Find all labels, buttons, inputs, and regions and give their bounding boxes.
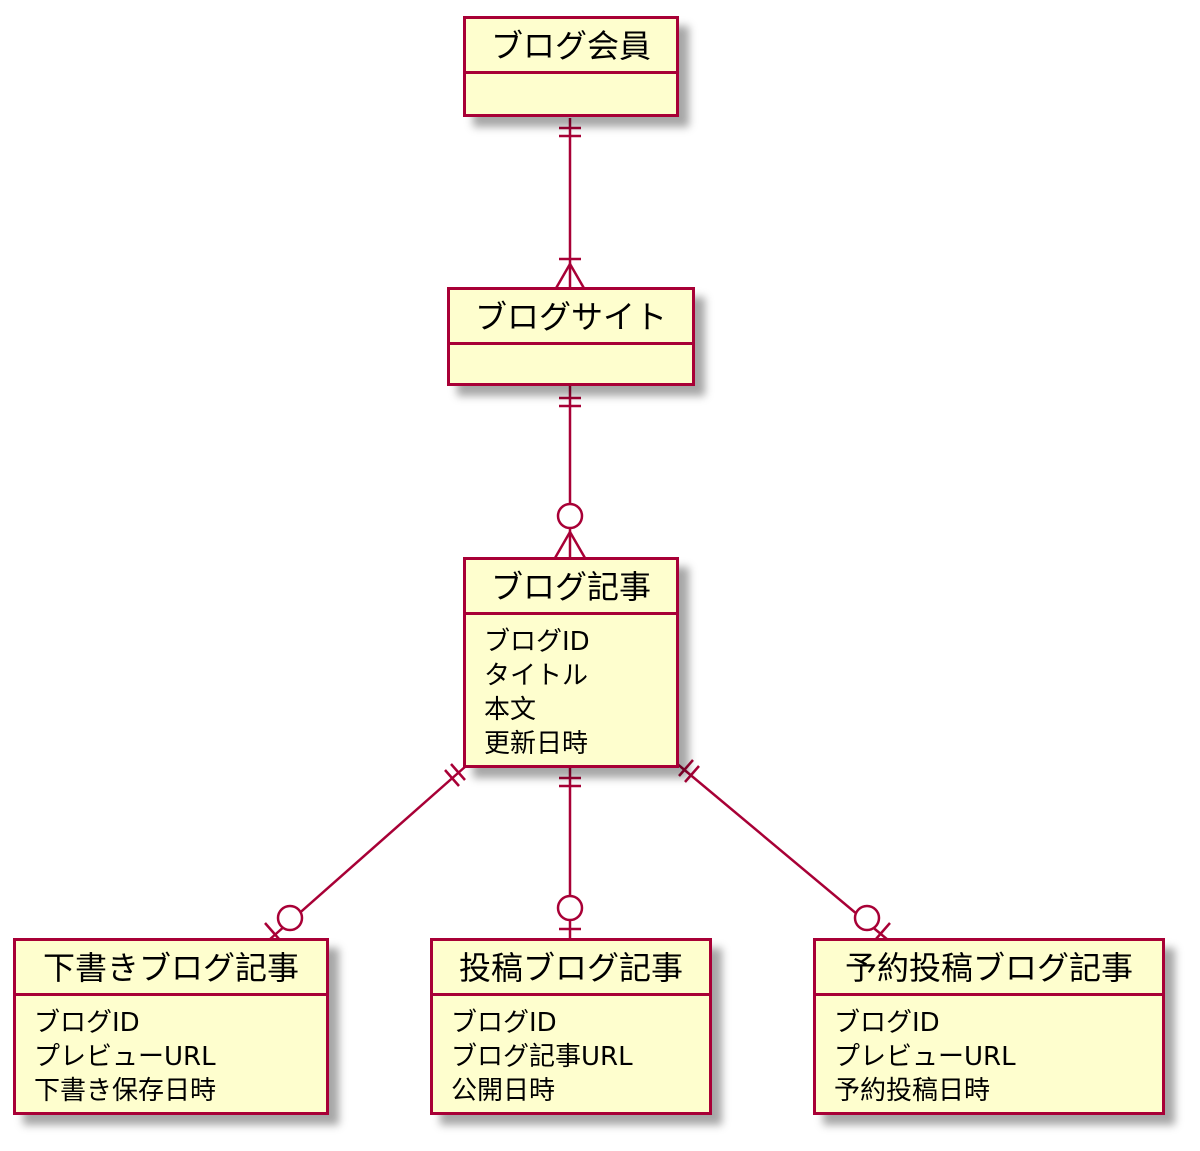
marker-draft-zero [276,904,304,932]
attribute: 公開日時 [451,1076,556,1106]
entity-attributes: ブログID ブログ記事URL 公開日時 [433,996,709,1116]
entity-blog-article[interactable]: ブログ記事 ブログID タイトル 本文 更新日時 [463,557,679,768]
attribute: ブログID [451,1008,557,1038]
marker-article-sched-one-b [684,765,700,783]
attribute: ブログ記事URL [451,1042,633,1072]
attribute: タイトル [484,661,589,691]
entity-blog-site[interactable]: ブログサイト [447,287,695,386]
marker-article-draft-one-a [444,769,460,787]
entity-attributes: ブログID プレビューURL 下書き保存日時 [16,996,326,1116]
attribute: プレビューURL [834,1042,1016,1072]
entity-title: 予約投稿ブログ記事 [816,941,1162,996]
marker-posted-zero [556,894,584,922]
attribute: 下書き保存日時 [34,1076,217,1106]
marker-article-crow-right [568,531,587,559]
relation-article-draft [268,765,467,941]
relation-article-scheduled [674,761,889,941]
attribute: ブログID [484,627,590,657]
attribute: 予約投稿日時 [834,1076,991,1106]
marker-draft-one [264,922,280,940]
marker-article-crow-left [553,531,572,559]
entity-attributes: ブログID プレビューURL 予約投稿日時 [816,996,1162,1116]
entity-blog-member[interactable]: ブログ会員 [463,16,679,117]
marker-site-crow-right [568,263,587,291]
marker-article-draft-one-b [450,763,466,781]
marker-article-sched-one-a [678,759,694,777]
attribute: 本文 [484,695,537,725]
marker-article-zero [556,502,584,530]
entity-title: ブログ記事 [466,560,676,615]
entity-title: 下書きブログ記事 [16,941,326,996]
entity-attributes: ブログID タイトル 本文 更新日時 [466,615,676,769]
marker-scheduled-one [875,922,891,940]
attribute: プレビューURL [34,1042,216,1072]
entity-title: ブログサイト [450,290,692,345]
marker-site-crow-left [553,263,572,291]
entity-draft-article[interactable]: 下書きブログ記事 ブログID プレビューURL 下書き保存日時 [13,938,329,1115]
entity-title: ブログ会員 [466,19,676,74]
attribute: ブログID [34,1008,140,1038]
attribute: ブログID [834,1008,940,1038]
entity-posted-article[interactable]: 投稿ブログ記事 ブログID ブログ記事URL 公開日時 [430,938,712,1115]
attribute: 更新日時 [484,729,589,759]
entity-title: 投稿ブログ記事 [433,941,709,996]
entity-scheduled-article[interactable]: 予約投稿ブログ記事 ブログID プレビューURL 予約投稿日時 [813,938,1165,1115]
marker-scheduled-zero [853,904,881,932]
